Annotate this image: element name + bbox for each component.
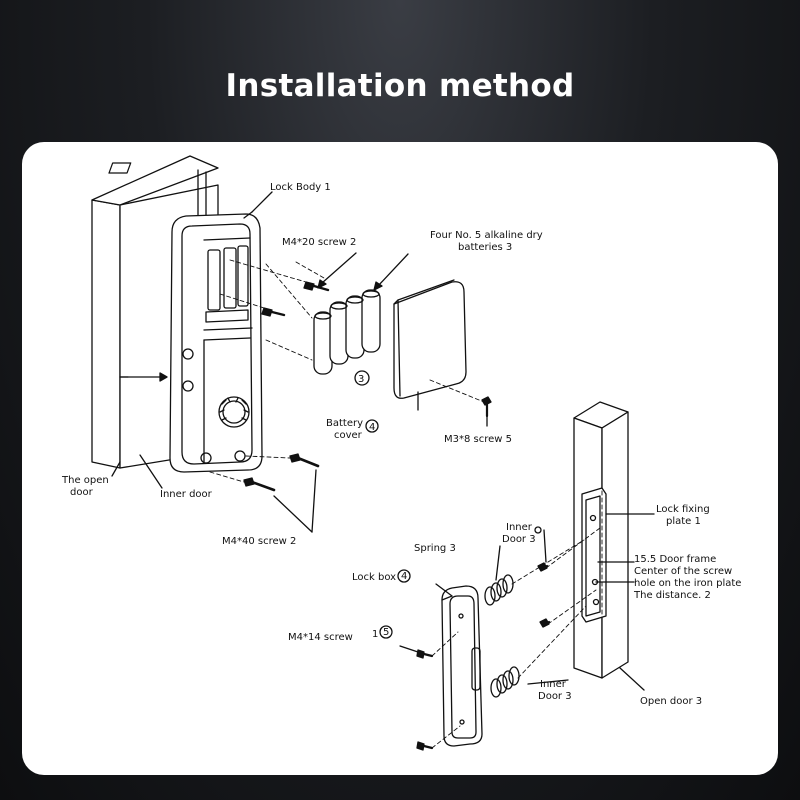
label-m4-20-screw: M4*20 screw 2 (282, 237, 356, 248)
label-spring: Spring 3 (414, 543, 456, 554)
installation-diagram: Lock Body 1 M4*20 screw 2 Four No. 5 alk… (61, 155, 741, 751)
m4-40-screws (209, 453, 320, 533)
label-frame-note-line3: hole on the iron plate (634, 578, 741, 589)
label-m4-14-circle: 5 (383, 627, 389, 638)
label-m4-14-screw: M4*14 screw (288, 632, 353, 643)
label-inner-door-bottom-line1: Inner (540, 679, 567, 690)
springs-and-screws (484, 527, 601, 698)
label-frame-note-line2: Center of the screw (634, 566, 732, 577)
m4-20-screws (219, 252, 357, 317)
label-lock-box: Lock box (352, 572, 396, 583)
label-m4-14-number: 1 (372, 629, 378, 640)
spring-lower (490, 666, 520, 698)
label-batteries-line2: batteries 3 (458, 242, 512, 253)
label-open-door-line2: door (70, 487, 94, 498)
label-frame-note-line4: The distance. 2 (633, 590, 711, 601)
label-battery-cover-line2: cover (334, 430, 363, 441)
label-lock-box-number: 4 (401, 571, 407, 582)
label-m3-8-screw: M3*8 screw 5 (444, 434, 512, 445)
diagram-panel: Lock Body 1 M4*20 screw 2 Four No. 5 alk… (22, 142, 778, 775)
right-door-frame (573, 401, 655, 691)
label-open-door-line1: The open (61, 475, 109, 486)
label-lock-body: Lock Body 1 (270, 182, 331, 193)
label-battery-number: 3 (358, 374, 364, 385)
lock-box (379, 583, 483, 751)
label-frame-note-line1: 15.5 Door frame (634, 554, 716, 565)
label-inner-door: Inner door (160, 489, 213, 500)
label-lock-fixing-line2: plate 1 (666, 516, 701, 527)
lock-body (169, 211, 263, 473)
spring-upper (484, 574, 514, 606)
label-inner-door-top-line2: Door 3 (502, 534, 536, 545)
label-batteries-line1: Four No. 5 alkaline dry (430, 230, 543, 241)
battery-cover (365, 279, 492, 433)
label-battery-cover-line1: Battery (326, 418, 363, 429)
label-inner-door-top-line1: Inner (506, 522, 533, 533)
label-lock-fixing-line1: Lock fixing (656, 504, 710, 515)
batteries (265, 253, 409, 386)
page-title: Installation method (225, 68, 575, 104)
label-m4-40-screw: M4*40 screw 2 (222, 536, 296, 547)
label-battery-cover-number: 4 (369, 422, 375, 433)
label-open-door-3: Open door 3 (640, 696, 702, 707)
label-inner-door-bottom-line2: Door 3 (538, 691, 572, 702)
